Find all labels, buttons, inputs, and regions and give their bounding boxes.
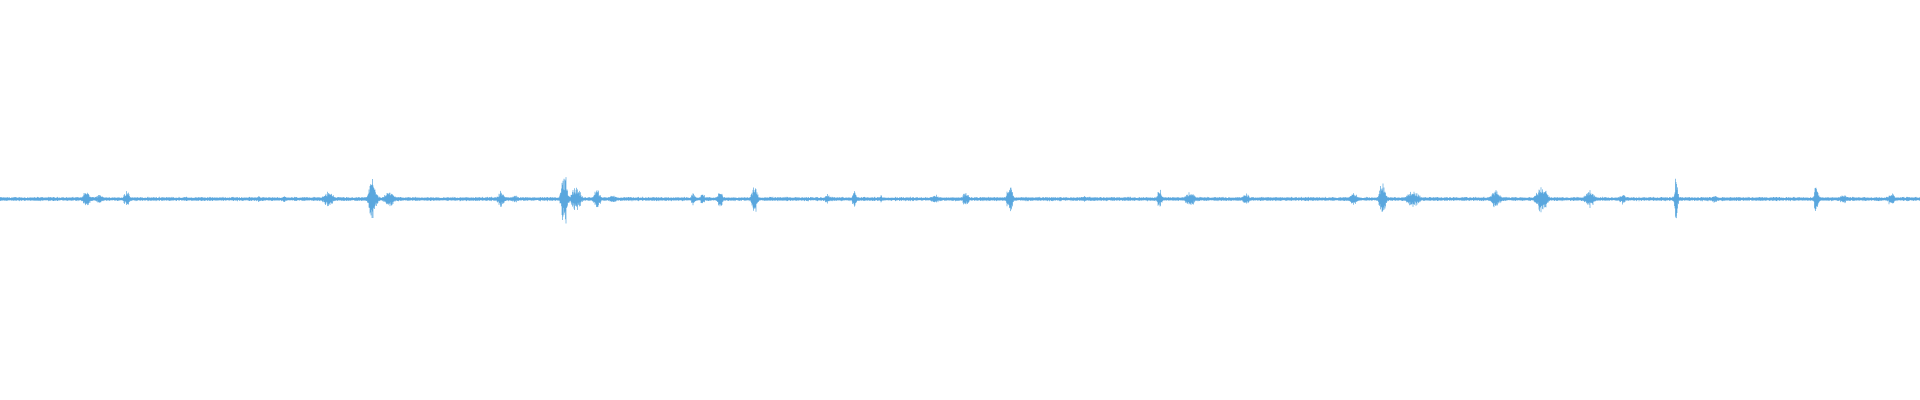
waveform-trace bbox=[0, 177, 1920, 224]
